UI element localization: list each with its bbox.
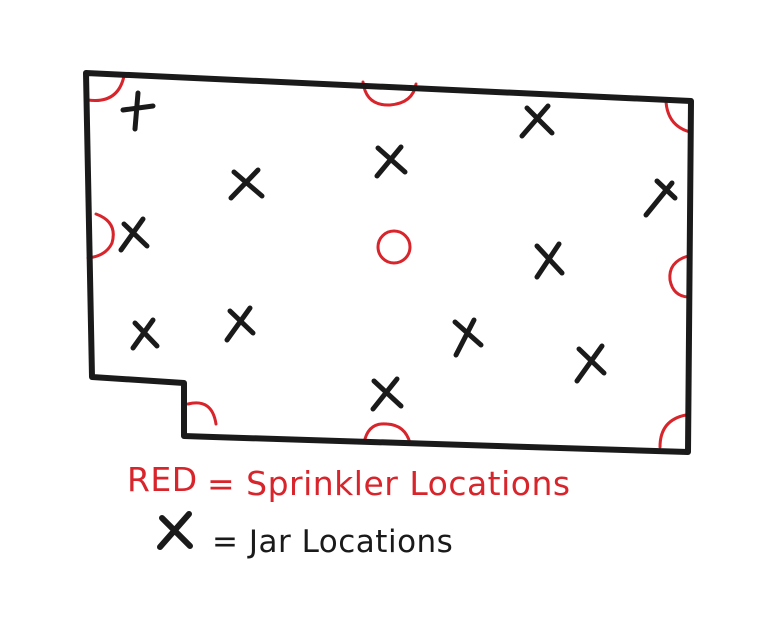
sprinkler-bottom-center — [362, 422, 412, 445]
sprinkler-top-center — [361, 80, 418, 107]
legend-jar-text: = Jar Locations — [212, 524, 453, 560]
legend-sprinkler-text: = Sprinkler Locations — [207, 464, 571, 503]
jar-marker — [643, 178, 678, 218]
sprinkler-markers — [86, 74, 692, 449]
jar-markers — [118, 90, 678, 412]
sprinkler-bottom-right-corner — [658, 413, 688, 449]
legend-sprinkler-key: RED — [127, 460, 198, 499]
sprinkler-right-side — [668, 254, 690, 299]
jar-marker — [224, 305, 256, 343]
field-outline — [83, 70, 694, 455]
jar-marker — [452, 317, 484, 358]
sprinkler-center — [376, 229, 412, 265]
jar-marker — [118, 216, 150, 253]
sprinkler-top-left-corner — [86, 74, 126, 102]
legend: RED = Sprinkler Locations = Jar Location… — [127, 460, 571, 560]
jar-marker — [370, 376, 404, 412]
legend-jar-icon — [157, 511, 193, 550]
jar-marker — [228, 167, 265, 201]
jar-marker — [534, 241, 565, 280]
jar-marker — [374, 144, 408, 179]
sprinkler-left-side — [86, 212, 115, 260]
jar-marker — [130, 317, 160, 351]
sprinkler-top-right-corner — [664, 100, 692, 134]
jar-marker — [120, 90, 156, 132]
jar-marker — [519, 103, 555, 139]
sprinkler-notch-corner — [186, 401, 218, 426]
jar-marker — [574, 343, 607, 384]
